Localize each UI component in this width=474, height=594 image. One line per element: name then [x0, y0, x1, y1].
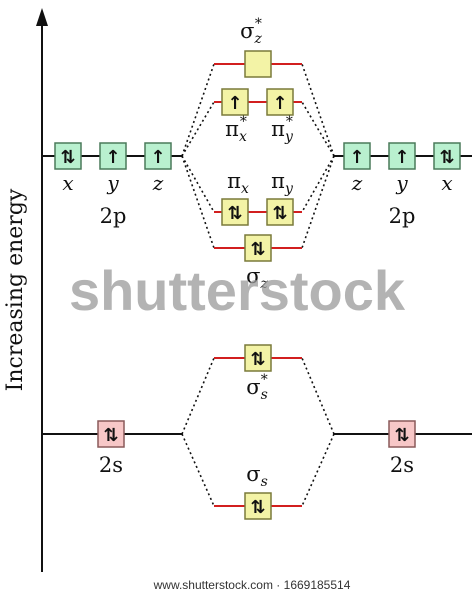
mo-sigma-s-star: ⇅ σs* [244, 344, 272, 403]
sigma-s-label: σs [246, 462, 268, 490]
right-orbital-2p-x: ⇅ [433, 142, 461, 170]
energy-axis-arrow-icon [36, 8, 48, 26]
left-2p-y-label: y [106, 171, 119, 195]
sigma-z-star-label: σz* [240, 16, 262, 47]
right-2p-y-label: y [395, 171, 408, 195]
left-orbital-2p-x: ⇅ [54, 142, 82, 170]
energy-axis-label: Increasing energy [3, 188, 28, 391]
pi-y-label: πy [271, 169, 294, 197]
mo-sigma-z: ⇅ σz [244, 234, 272, 292]
pi-y-star-label: πy* [271, 114, 294, 145]
mo-sigma-z-star: σz* [240, 16, 272, 78]
pi-x-electrons: ⇅ [227, 203, 242, 224]
right-2p-x-label: x [441, 171, 452, 195]
left-2p-label: 2p [100, 204, 127, 228]
pi-x-star-electrons: ↑ [227, 93, 242, 114]
right-2p-label: 2p [389, 204, 416, 228]
left-2s-orbital: ⇅ 2s [97, 420, 125, 477]
right-2s-label: 2s [390, 453, 414, 477]
left-2p-y-electrons: ↑ [105, 147, 120, 168]
right-2p-z-electrons: ↑ [349, 147, 364, 168]
sigma-s-star-electrons: ⇅ [250, 349, 265, 370]
left-2s-electrons: ⇅ [103, 425, 118, 446]
left-2p-z-label: z [152, 171, 164, 195]
correlation-lines-2s [181, 357, 335, 507]
right-2p-x-electrons: ⇅ [439, 147, 454, 168]
sigma-z-label: σz [246, 264, 268, 292]
footer-text: www.shutterstock.com · 1669185514 [153, 578, 351, 592]
sigma-z-electrons: ⇅ [250, 239, 265, 260]
right-2p-z-label: z [351, 171, 363, 195]
mo-pi-star: ↑ ↑ πx* πy* [221, 88, 294, 145]
right-orbital-2p-y: ↑ [388, 142, 416, 170]
sigma-s-star-label: σs* [246, 372, 268, 403]
mo-pi: πx πy ⇅ ⇅ [221, 169, 294, 226]
correlation-lines-2p [181, 63, 335, 249]
left-orbital-2p-y: ↑ [99, 142, 127, 170]
left-2p-orbitals: ⇅ ↑ ↑ x y z 2p [54, 142, 172, 228]
pi-y-electrons: ⇅ [272, 203, 287, 224]
right-orbital-2p-z: ↑ [343, 142, 371, 170]
left-2s-label: 2s [99, 453, 123, 477]
pi-y-star-electrons: ↑ [272, 93, 287, 114]
right-2s-electrons: ⇅ [394, 425, 409, 446]
left-2p-x-label: x [62, 171, 73, 195]
footer-strip [0, 574, 474, 594]
mo-sigma-s: σs ⇅ [244, 462, 272, 520]
left-2p-z-electrons: ↑ [150, 147, 165, 168]
left-orbital-2p-z: ↑ [144, 142, 172, 170]
right-2s-orbital: ⇅ 2s [388, 420, 416, 477]
watermark: shutterstock [69, 259, 406, 322]
pi-x-star-label: πx* [225, 114, 247, 145]
left-2p-x-electrons: ⇅ [60, 147, 75, 168]
right-2p-y-electrons: ↑ [394, 147, 409, 168]
pi-x-label: πx [227, 169, 249, 197]
right-2p-orbitals: ↑ ↑ ⇅ z y x 2p [343, 142, 461, 228]
sigma-s-electrons: ⇅ [250, 497, 265, 518]
